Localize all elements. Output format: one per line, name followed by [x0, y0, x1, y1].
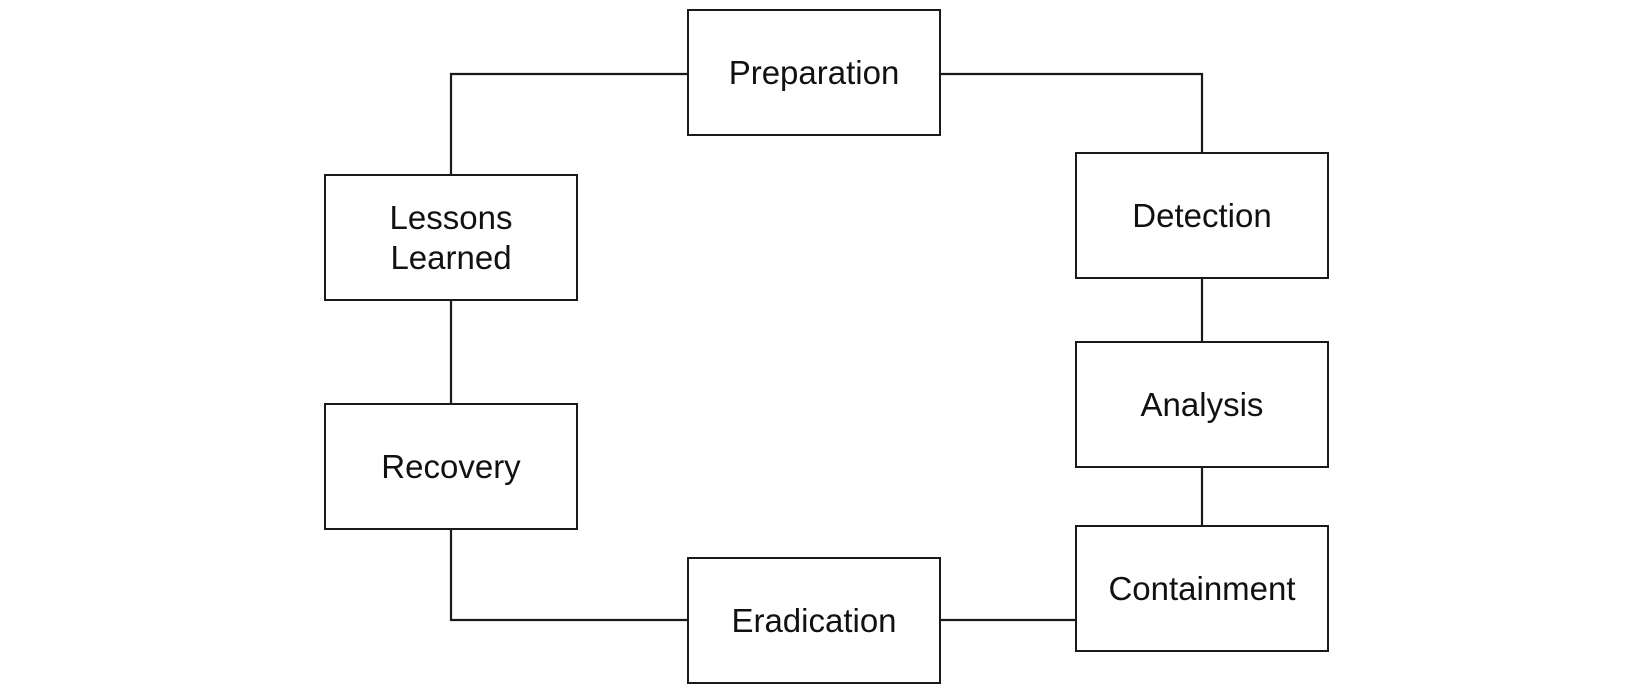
lessons-learned-node: Lessons Learned [324, 174, 578, 301]
containment-node: Containment [1075, 525, 1329, 652]
eradication-node: Eradication [687, 557, 941, 684]
recovery-node: Recovery [324, 403, 578, 530]
connector-lessons-learned-preparation [449, 72, 687, 174]
lessons-learned-label: Lessons Learned [389, 198, 513, 276]
connector-eradication-recovery [449, 530, 687, 622]
connector-preparation-detection [941, 72, 1204, 152]
eradication-label: Eradication [731, 601, 897, 639]
analysis-node: Analysis [1075, 341, 1329, 468]
recovery-label: Recovery [381, 447, 521, 485]
detection-node: Detection [1075, 152, 1329, 279]
analysis-label: Analysis [1140, 385, 1264, 423]
preparation-label: Preparation [728, 53, 900, 91]
containment-label: Containment [1108, 569, 1296, 607]
detection-label: Detection [1132, 196, 1272, 234]
preparation-node: Preparation [687, 9, 941, 136]
